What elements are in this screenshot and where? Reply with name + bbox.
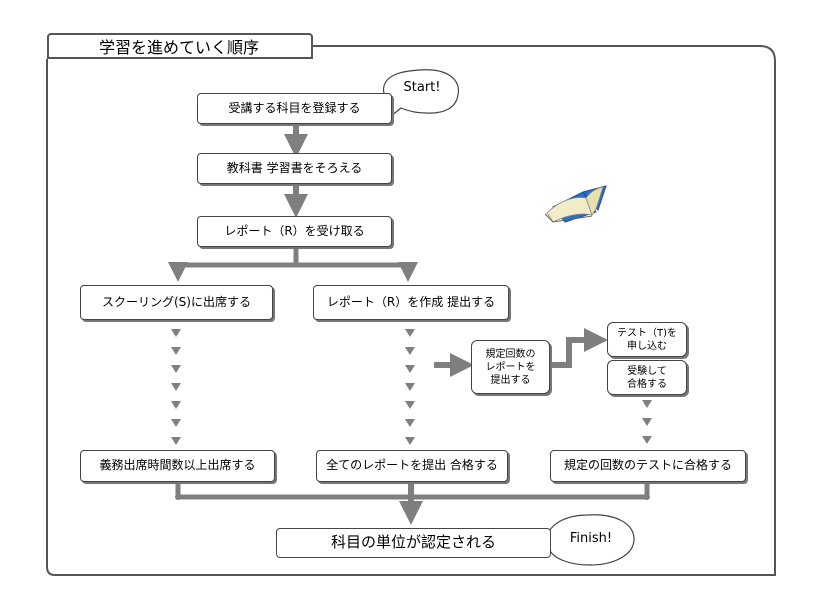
apply-test-line2: 申し込む [627, 340, 667, 352]
step-register: 受講する科目を登録する [197, 93, 392, 124]
finish-bubble [532, 514, 635, 566]
dotted-arrows-test [642, 400, 652, 444]
outer-frame [46, 45, 776, 576]
step-attend-required: 義務出席時間数以上出席する [80, 450, 275, 482]
step-pass-tests: 規定の回数のテストに合格する [550, 450, 746, 482]
arrow-to-apply-test [549, 328, 608, 368]
start-bubble [382, 69, 459, 119]
dotted-arrows-schooling [171, 329, 181, 445]
step-schooling: スクーリング(S)に出席する [80, 285, 273, 320]
step-write-report: レポート（R）を作成 提出する [313, 285, 509, 320]
step-pass-test: 受験して 合格する [607, 360, 687, 395]
finish-label: Finish! [569, 531, 613, 546]
step-receive-report: レポート（R）を受け取る [197, 216, 392, 247]
submit-required-line3: 提出する [490, 374, 531, 386]
pass-test-line2: 合格する [627, 378, 667, 390]
step-credit: 科目の単位が認定される [276, 528, 551, 558]
step-submit-required: 規定回数の レポートを 提出する [471, 340, 550, 394]
pass-test-line1: 受験して [627, 365, 667, 377]
start-label: Start! [403, 80, 441, 95]
submit-required-line2: レポートを [485, 361, 536, 373]
page-title: 学習を進めていく順序 [47, 33, 313, 59]
submit-required-line1: 規定回数の [485, 348, 536, 360]
open-book-icon [544, 185, 607, 223]
step-pass-all-reports: 全てのレポートを提出 合格する [316, 450, 508, 482]
apply-test-line1: テスト（T)を [616, 327, 677, 339]
step-textbooks: 教科書 学習書をそろえる [197, 153, 392, 184]
dotted-arrows-report [405, 329, 415, 445]
step-apply-test: テスト（T)を 申し込む [607, 322, 687, 357]
